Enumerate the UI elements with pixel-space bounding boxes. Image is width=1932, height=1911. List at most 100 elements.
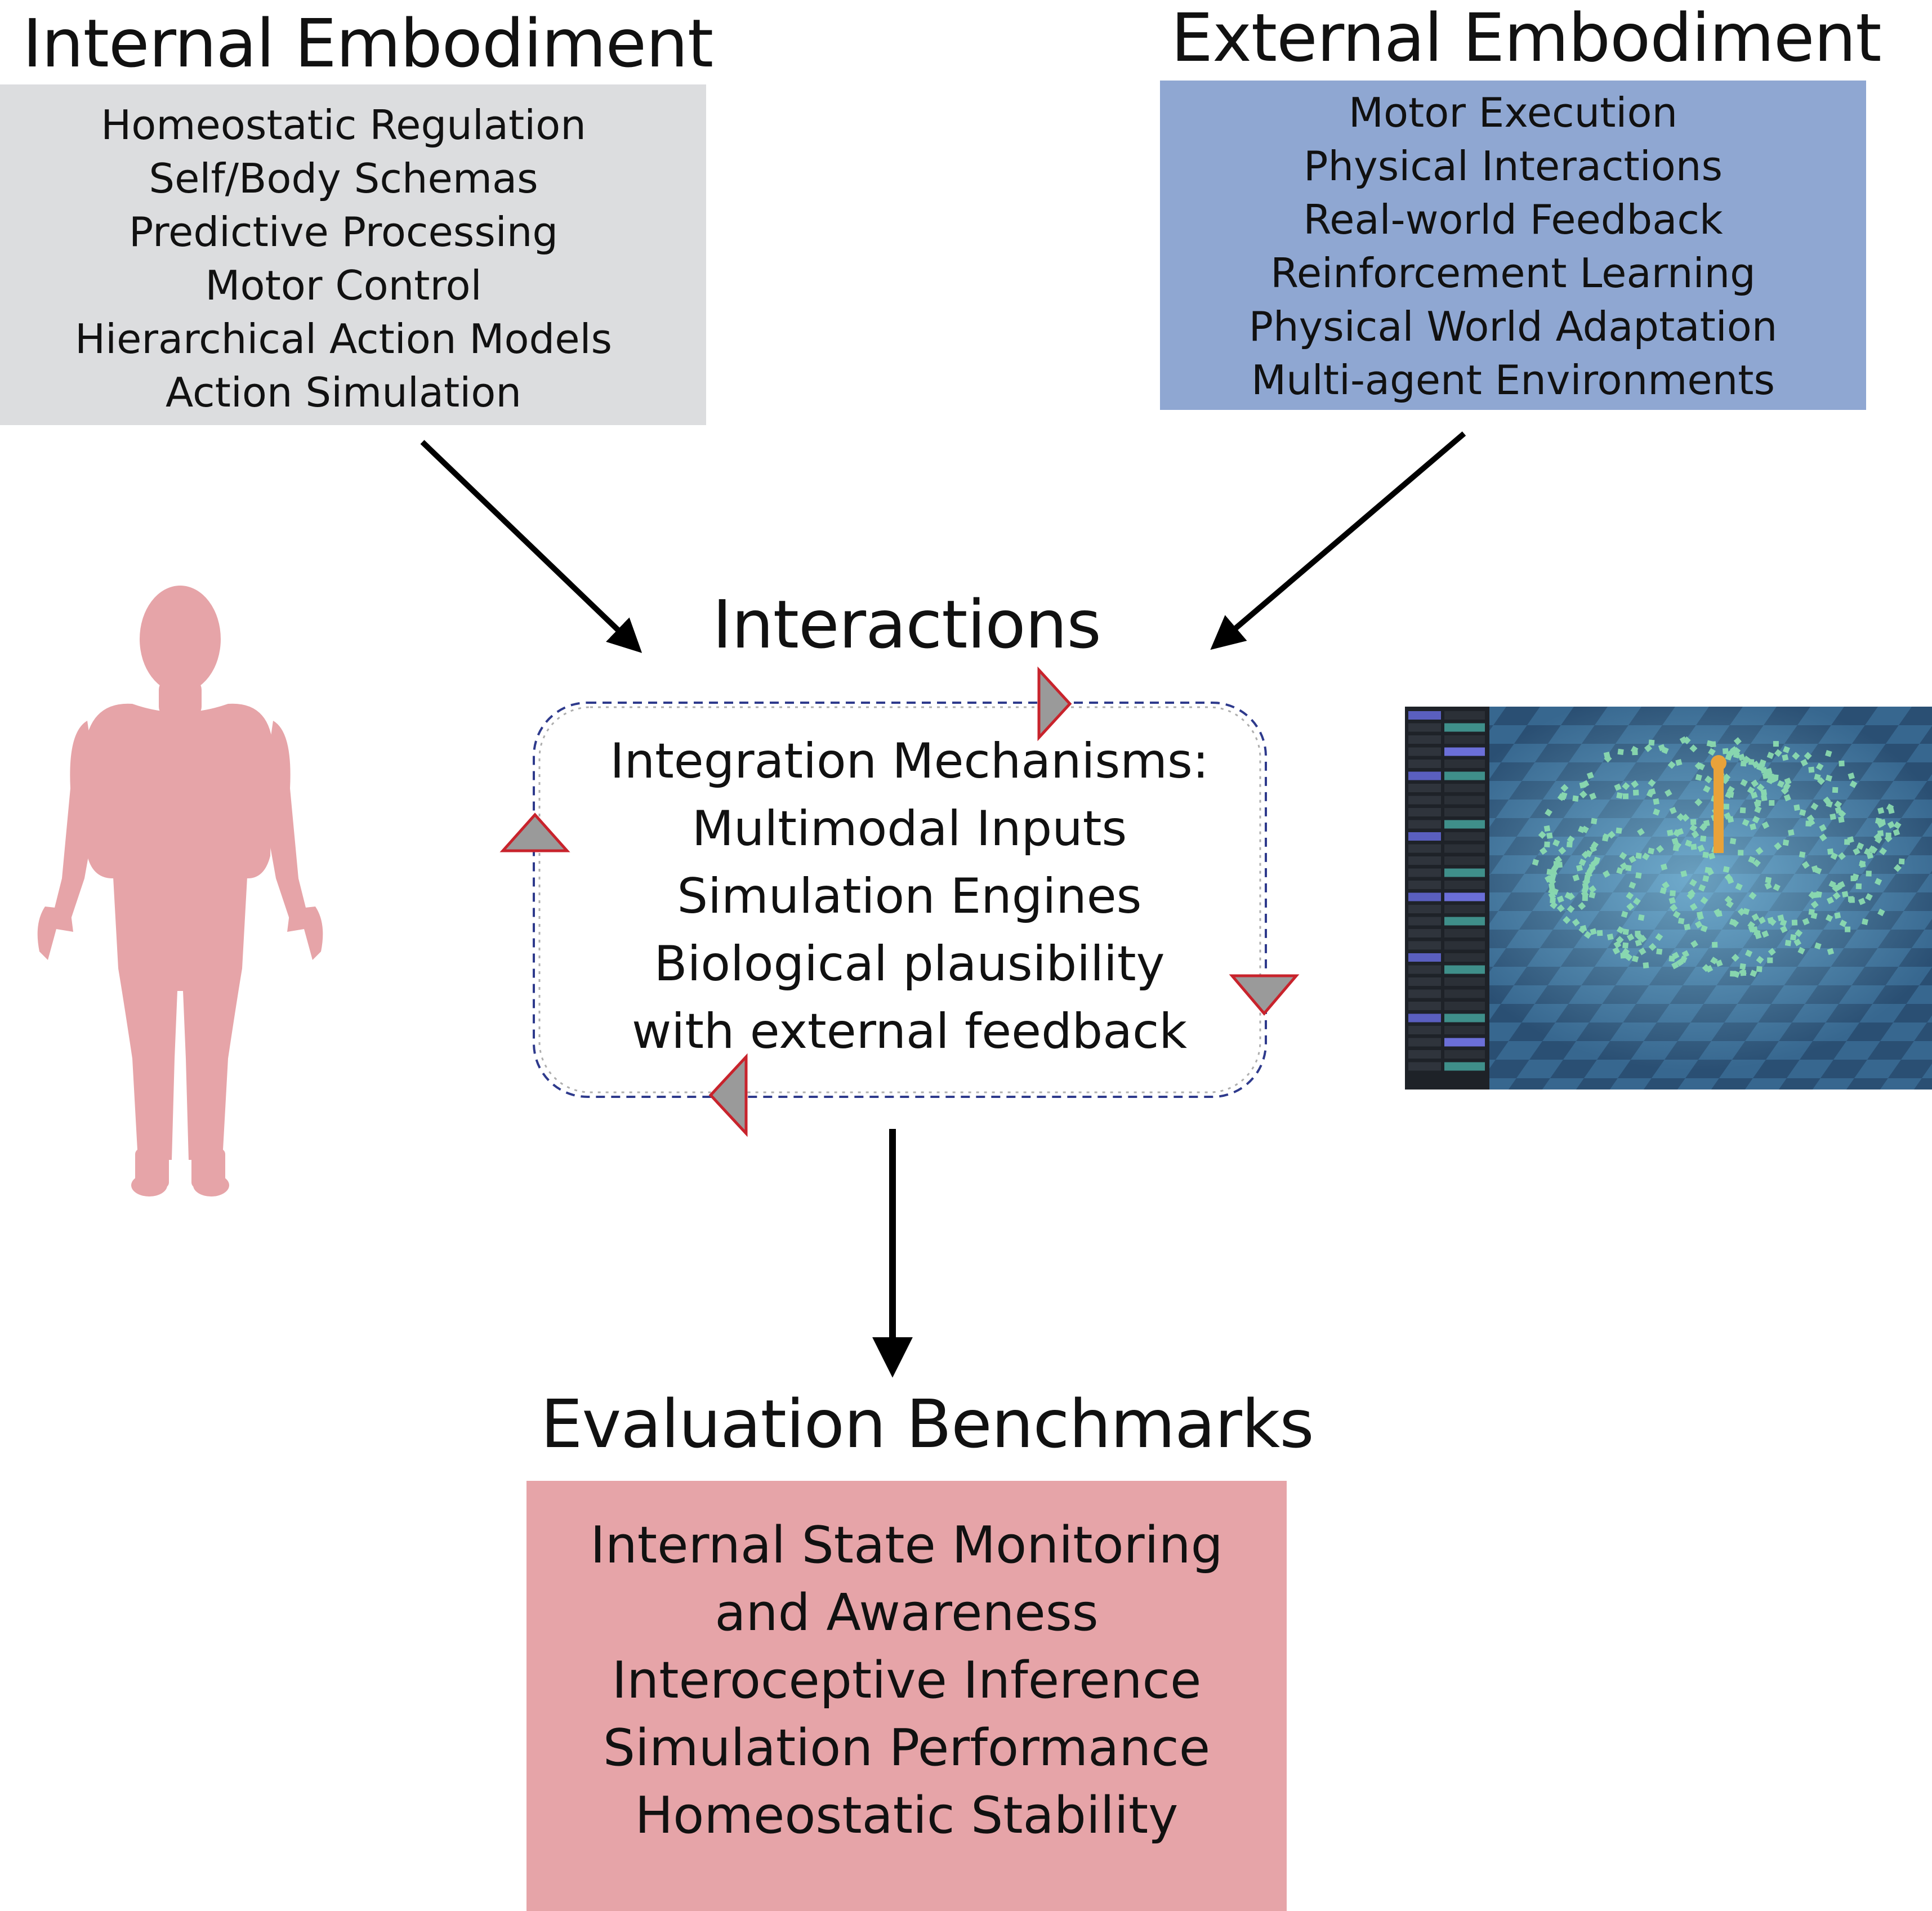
settings-panel-label: [1408, 868, 1441, 877]
simulation-cube: [1676, 958, 1684, 967]
settings-panel-label: [1408, 1013, 1441, 1023]
simulation-cube: [1830, 813, 1836, 820]
simulation-cube: [1708, 852, 1716, 860]
simulation-cube: [1544, 841, 1550, 847]
simulation-scene-icon: [1405, 707, 1932, 1090]
simulation-cube: [1550, 897, 1556, 904]
simulation-cube: [1739, 968, 1747, 976]
simulation-cube: [1751, 913, 1760, 921]
simulation-cube: [1830, 852, 1838, 860]
settings-panel-control: [1444, 784, 1485, 792]
simulation-cube: [1690, 940, 1698, 948]
simulation-cube: [1754, 932, 1762, 940]
simulation-cube: [1727, 785, 1735, 794]
simulation-cube: [1622, 942, 1629, 949]
simulation-cube: [1754, 806, 1762, 814]
simulation-cube: [1877, 807, 1885, 814]
simulation-cube: [1756, 966, 1763, 972]
simulation-cube: [1702, 851, 1709, 859]
simulation-cube: [1815, 891, 1822, 898]
settings-panel-label: [1408, 784, 1441, 792]
external-item: Reinforcement Learning: [1270, 249, 1756, 297]
simulation-cube: [1825, 914, 1833, 922]
simulation-cube: [1622, 948, 1630, 956]
settings-panel-label: [1408, 796, 1441, 805]
simulation-cube: [1712, 941, 1718, 948]
simulation-cube: [1723, 773, 1731, 782]
simulation-cube: [1748, 856, 1756, 864]
simulation-cube: [1827, 948, 1835, 956]
simulation-cube: [1795, 929, 1803, 937]
simulation-cube: [1784, 778, 1792, 785]
simulation-cube: [1819, 824, 1827, 832]
settings-panel-control: [1444, 917, 1485, 926]
simulation-cube: [1567, 835, 1575, 843]
internal-item: Self/Body Schemas: [149, 155, 538, 202]
simulation-cube: [1777, 780, 1785, 788]
simulation-cube: [1884, 834, 1893, 843]
settings-panel-control: [1444, 892, 1485, 901]
simulation-cube: [1893, 864, 1902, 872]
simulation-cube: [1723, 803, 1729, 810]
internal-item: Predictive Processing: [128, 208, 559, 256]
simulation-cube: [1532, 859, 1540, 866]
simulation-cube: [1733, 737, 1742, 745]
internal-embodiment-title: Internal Embodiment: [23, 5, 713, 82]
interactions-list: Integration Mechanisms: Multimodal Input…: [563, 727, 1256, 1065]
simulation-cube: [1653, 798, 1659, 805]
settings-panel-label: [1408, 832, 1441, 841]
simulation-cube: [1644, 744, 1653, 752]
simulation-cube: [1656, 845, 1665, 853]
simulation-cube: [1667, 829, 1674, 836]
simulation-cube: [1756, 783, 1765, 792]
simulation-cube: [1808, 766, 1815, 773]
simulation-cube: [1748, 759, 1755, 765]
evaluation-item: Interoceptive Inference: [612, 1651, 1202, 1710]
settings-panel-label: [1408, 856, 1441, 865]
simulation-cube: [1616, 792, 1623, 799]
simulation-cube: [1804, 752, 1812, 760]
simulation-cube: [1671, 961, 1679, 970]
physics-simulation-screenshot: [1405, 707, 1932, 1090]
simulation-cube: [1628, 855, 1636, 864]
simulation-cube: [1800, 758, 1808, 767]
simulation-cube: [1723, 866, 1730, 873]
settings-panel-label: [1408, 735, 1441, 744]
simulation-cube: [1552, 839, 1560, 847]
simulation-cube: [1750, 970, 1757, 977]
simulation-cube: [1616, 867, 1623, 874]
settings-panel-label: [1408, 711, 1441, 720]
internal-embodiment-box: Homeostatic Regulation Self/Body Schemas…: [0, 84, 706, 425]
simulation-cube: [1676, 828, 1684, 836]
simulation-cube: [1814, 867, 1822, 874]
simulation-cube: [1823, 796, 1831, 805]
settings-panel-control: [1444, 771, 1485, 780]
settings-panel-label: [1408, 747, 1441, 756]
simulation-cube: [1662, 881, 1670, 890]
simulation-cube: [1740, 779, 1748, 787]
simulation-cube: [1760, 789, 1768, 796]
loop-arrowhead-top-icon: [1037, 666, 1072, 742]
simulation-cube: [1619, 862, 1628, 870]
settings-panel-label: [1408, 1002, 1441, 1010]
simulation-cube: [1572, 795, 1579, 802]
simulation-cube: [1702, 875, 1710, 882]
simulation-cube: [1556, 904, 1565, 913]
simulation-cube: [1838, 816, 1845, 823]
external-item: Multi-agent Environments: [1251, 356, 1775, 404]
simulation-cube: [1792, 752, 1800, 760]
simulation-cube: [1632, 898, 1641, 905]
external-embodiment-box: Motor Execution Physical Interactions Re…: [1160, 81, 1866, 410]
settings-panel-label: [1408, 977, 1441, 986]
settings-panel-label: [1408, 965, 1441, 974]
simulation-cube: [1773, 741, 1779, 747]
interactions-item: Integration Mechanisms:: [610, 733, 1209, 789]
settings-panel-label: [1408, 1026, 1441, 1034]
simulation-cube: [1780, 925, 1788, 934]
settings-panel-control: [1444, 747, 1485, 756]
simulation-cube: [1893, 829, 1900, 836]
simulation-cube: [1589, 792, 1597, 800]
simulation-cube: [1586, 771, 1594, 779]
simulation-cube: [1697, 913, 1705, 921]
